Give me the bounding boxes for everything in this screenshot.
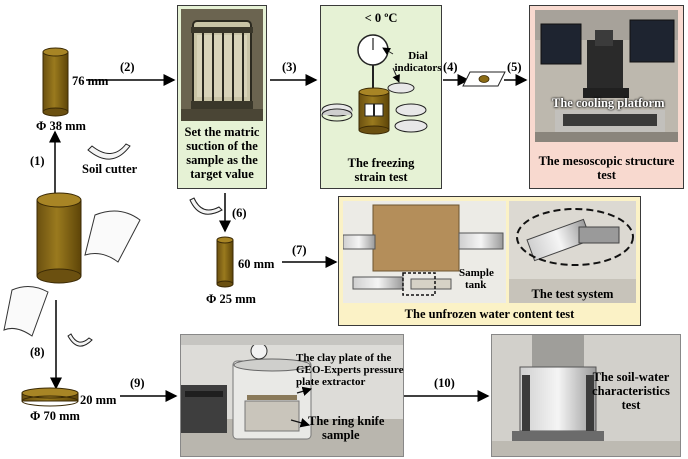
mesoscopic-caption-line1: The mesoscopic structure [538, 154, 675, 168]
step-5: (5) [507, 60, 522, 74]
specimen-big-cylinder [36, 192, 82, 284]
photo-pressure-plate-extractor [180, 334, 404, 457]
sample-tank-line1: Sample [459, 267, 494, 279]
photo-sample-tank [343, 201, 506, 303]
freezing-caption-line1: The freezing [347, 156, 415, 170]
label-clay-plate: The clay plate of the GEO-Experts pressu… [296, 352, 403, 388]
label-ring-knife: The ring knife sample [308, 414, 384, 442]
soil-water-line3: test [621, 398, 641, 412]
matric-caption-line4: target value [190, 167, 254, 181]
glass-slide-icon [462, 71, 506, 87]
mesoscopic-caption-line2: test [597, 168, 616, 182]
step-2: (2) [120, 60, 135, 74]
matric-caption-line1: Set the matric [184, 125, 260, 139]
label-phi38mm: Φ 38 mm [36, 119, 86, 133]
panel-matric-suction: Set the matric suction of the sample as … [177, 5, 267, 189]
soil-cutter-icon [87, 143, 131, 160]
label-dial-indicators: Dial indicators [393, 50, 443, 74]
ring-knife-line1: The ring knife [308, 414, 385, 428]
label-sample-tank: Sample tank [459, 267, 494, 291]
panel-unfrozen-water: Sample tank The test system The unfrozen… [338, 196, 641, 326]
photo-microscope [535, 10, 678, 142]
label-20mm: 20 mm [80, 393, 117, 407]
specimen-disc-70mm [21, 387, 79, 407]
ring-knife-line2: sample [322, 428, 360, 442]
soil-water-line2: characteristics [592, 384, 670, 398]
label-phi25mm: Φ 25 mm [206, 292, 256, 306]
dial-line1: Dial [408, 50, 428, 62]
step-4: (4) [443, 60, 458, 74]
label-76mm: 76 mm [72, 74, 109, 88]
label-soil-water: The soil-water characteristics test [583, 370, 679, 412]
label-test-system: The test system [531, 287, 614, 301]
unfrozen-caption: The unfrozen water content test [404, 307, 575, 321]
label-60mm: 60 mm [238, 257, 275, 271]
label-temperature: < 0 ºC [364, 11, 398, 25]
label-cooling-platform: The cooling platform [552, 96, 665, 110]
step-1: (1) [30, 154, 45, 168]
step-6: (6) [232, 206, 247, 220]
freezing-apparatus-drawing [321, 34, 428, 135]
label-soil-cutter: Soil cutter [82, 162, 138, 176]
dial-line2: indicators [394, 62, 442, 74]
clay-plate-line1: The clay plate of the [296, 352, 392, 364]
photo-test-system [509, 201, 636, 303]
specimen-25mm [216, 236, 234, 288]
step-9: (9) [130, 376, 145, 390]
step-7: (7) [292, 243, 307, 257]
label-phi70mm: Φ 70 mm [30, 409, 80, 423]
sample-tank-line2: tank [465, 279, 487, 291]
step-10: (10) [434, 376, 455, 390]
matric-caption-line2: suction of the [186, 139, 258, 153]
small-cutter-icon [67, 333, 93, 347]
photo-pressure-cell [181, 9, 263, 121]
matric-suction-caption: Set the matric suction of the sample as … [178, 125, 266, 181]
freezing-caption-line2: strain test [354, 170, 408, 184]
matric-caption-line3: sample as the [186, 153, 258, 167]
specimen-38mm [42, 47, 69, 117]
cutter-half-left-icon [3, 286, 49, 337]
step-8: (8) [30, 345, 45, 359]
soil-water-line1: The soil-water [592, 370, 670, 384]
clay-plate-line3: plate extractor [296, 376, 366, 388]
cutter-step6-icon [189, 197, 223, 215]
step-3: (3) [282, 60, 297, 74]
freezing-caption: The freezing strain test [321, 156, 441, 184]
mesoscopic-caption: The mesoscopic structure test [530, 154, 683, 182]
photo-soil-water-apparatus [491, 334, 681, 457]
clay-plate-line2: GEO-Experts pressure [296, 364, 404, 376]
panel-freezing-strain: < 0 ºC Dial indicators T [320, 5, 442, 189]
cutter-half-right-icon [84, 210, 141, 263]
panel-mesoscopic: The cooling platform The mesoscopic stru… [529, 5, 684, 189]
